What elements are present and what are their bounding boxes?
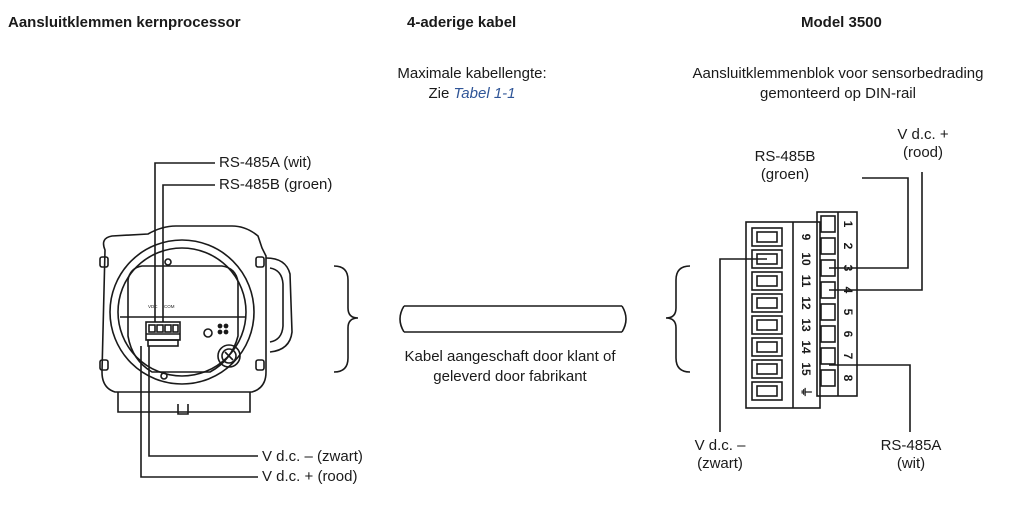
label-rs485a-left: RS-485A (wit) [219, 154, 312, 171]
terminal-block-line1: Aansluitklemmenblok voor sensorbedrading [692, 65, 984, 82]
label-vdc-minus-right: V d.c. – (zwart) [680, 437, 760, 473]
label-rs485b-right-line1: RS-485B [754, 148, 816, 165]
label-rs485a-right: RS-485A (wit) [866, 437, 956, 473]
label-rs485a-right-line1: RS-485A [880, 437, 942, 454]
left-brace [333, 265, 359, 373]
label-rs485b-right: RS-485B (groen) [740, 148, 830, 184]
header-cable: 4-aderige kabel [407, 14, 517, 31]
left-leader-lines [140, 162, 258, 478]
cable-caption-line2: geleverd door fabrikant [433, 368, 587, 385]
label-vdc-minus-left: V d.c. – (zwart) [262, 448, 363, 465]
processor-vdc-marking: VDC [148, 304, 158, 309]
header-core-processor: Aansluitklemmen kernprocessor [8, 14, 241, 31]
table-reference-link[interactable]: Tabel 1-1 [453, 85, 516, 102]
terminal-number-13: 13 [799, 318, 813, 332]
left-terminal-numbers: 9 10 11 12 13 14 15 ⏚ [799, 234, 813, 398]
label-vdc-plus-right-line2: (rood) [902, 144, 943, 161]
cable [399, 305, 627, 333]
cable-length-prefix: Zie [428, 85, 454, 102]
terminal-number-12: 12 [799, 296, 813, 310]
terminal-number-11: 11 [799, 275, 813, 288]
label-vdc-minus-right-line2: (zwart) [697, 455, 743, 472]
terminal-number-14: 14 [799, 340, 813, 354]
terminal-number-8: 8 [841, 375, 855, 382]
terminal-number-7: 7 [841, 353, 855, 360]
label-rs485a-right-line2: (wit) [896, 455, 926, 472]
label-rs485b-right-line2: (groen) [760, 166, 810, 183]
right-brace [665, 265, 691, 373]
terminal-number-6: 6 [841, 331, 855, 338]
terminal-number-15: 15 [799, 362, 813, 376]
terminal-number-5: 5 [841, 309, 855, 316]
terminal-ground-symbol: ⏚ [799, 386, 813, 398]
label-vdc-plus-right-line1: V d.c. + [897, 126, 949, 143]
cable-length-line2: Zie Tabel 1-1 [372, 84, 572, 104]
terminal-number-2: 2 [841, 243, 855, 250]
cable-length-line1: Maximale kabellengte: [397, 65, 547, 82]
left-terminal-screws [751, 227, 783, 401]
terminal-block-line2: gemonteerd op DIN-rail [760, 85, 916, 102]
header-model: Model 3500 [801, 14, 882, 31]
right-terminal-screws [820, 215, 836, 387]
label-vdc-minus-right-line1: V d.c. – [694, 437, 746, 454]
terminal-number-10: 10 [799, 252, 813, 266]
terminal-number-9: 9 [799, 234, 813, 241]
label-vdc-plus-left: V d.c. + (rood) [262, 468, 358, 485]
right-terminal-numbers: 1 2 3 4 5 6 7 8 [841, 221, 855, 382]
label-vdc-plus-right: V d.c. + (rood) [878, 126, 968, 162]
terminal-block-note: Aansluitklemmenblok voor sensorbedrading… [648, 64, 1028, 104]
cable-caption: Kabel aangeschaft door klant of geleverd… [360, 347, 660, 387]
terminal-number-1: 1 [841, 221, 855, 228]
right-leader-lines [719, 172, 923, 432]
processor-com-marking: COM [164, 304, 175, 309]
label-rs485b-left: RS-485B (groen) [219, 176, 333, 193]
cable-caption-line1: Kabel aangeschaft door klant of [404, 348, 616, 365]
core-processor-housing [99, 225, 293, 415]
cable-length-note: Maximale kabellengte: Zie Tabel 1-1 [372, 64, 572, 104]
